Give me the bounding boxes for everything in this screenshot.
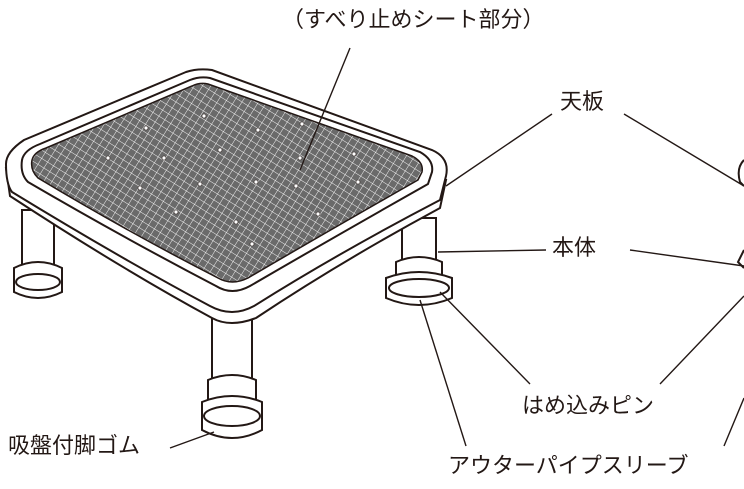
label-body: 本体	[552, 236, 597, 261]
label-anti-slip-sheet: （すべり止めシート部分）	[282, 8, 545, 33]
stool-legs	[13, 209, 453, 439]
anti-slip-mesh	[30, 82, 424, 283]
label-outer-pipe-sleeve: アウターパイプスリーブ	[448, 454, 689, 479]
mesh-dots	[105, 113, 361, 247]
label-suction-foot-rubber: 吸盤付脚ゴム	[8, 434, 141, 459]
label-top-plate: 天板	[560, 90, 605, 115]
leader-lines	[169, 47, 744, 449]
second-stool-edge	[736, 159, 744, 269]
label-insert-pin: はめ込みピン	[522, 394, 655, 419]
